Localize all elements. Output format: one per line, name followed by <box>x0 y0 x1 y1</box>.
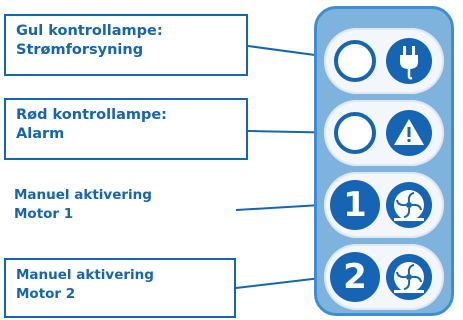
label-motor-1-line2: Motor 1 <box>14 206 74 222</box>
red-lamp-ring <box>334 112 376 154</box>
motor-1-button[interactable]: 1 <box>330 180 380 230</box>
label-motor-2-line1: Manuel aktivering <box>16 267 154 283</box>
label-alarm-line1: Rød kontrollampe: <box>16 107 167 123</box>
control-panel: 1 2 <box>314 6 454 316</box>
label-motor-2: Manuel aktivering Motor 2 <box>4 258 236 318</box>
label-motor-2-line2: Motor 2 <box>16 286 76 302</box>
label-alarm-line2: Alarm <box>16 126 65 142</box>
label-power-supply-line2: Strømforsyning <box>16 42 144 58</box>
label-motor-1: Manuel aktivering Motor 1 <box>4 180 236 240</box>
row-power <box>324 28 444 94</box>
fan-icon <box>386 182 432 228</box>
power-plug-icon <box>386 38 432 84</box>
yellow-lamp-ring <box>334 40 376 82</box>
motor-2-button[interactable]: 2 <box>330 252 380 302</box>
label-power-supply-line1: Gul kontrollampe: <box>16 23 163 39</box>
row-motor-1: 1 <box>324 172 444 238</box>
label-power-supply: Gul kontrollampe: Strømforsyning <box>4 14 248 76</box>
warning-triangle-icon <box>386 110 432 156</box>
row-alarm <box>324 100 444 166</box>
label-motor-1-line1: Manuel aktivering <box>14 187 152 203</box>
fan-icon <box>386 254 432 300</box>
row-motor-2: 2 <box>324 244 444 310</box>
label-alarm: Rød kontrollampe: Alarm <box>4 98 248 160</box>
